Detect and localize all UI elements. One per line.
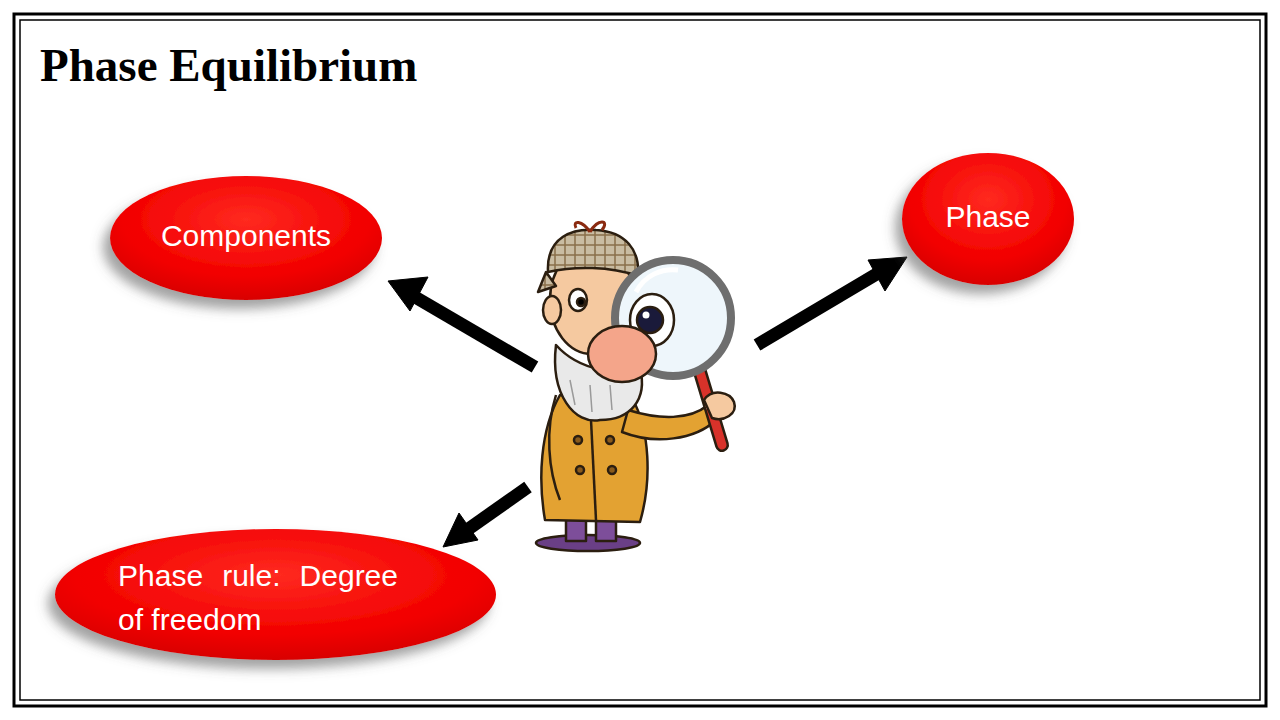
hat: [548, 230, 638, 276]
detective-illustration: [536, 222, 735, 551]
pupil: [577, 298, 585, 306]
nose: [588, 326, 656, 382]
oval-shape: [55, 529, 496, 660]
button: [576, 466, 584, 474]
eye: [569, 289, 587, 311]
arrow-head: [388, 277, 428, 311]
oval-label: Phase: [902, 195, 1074, 239]
lens-glint: [636, 270, 678, 292]
big-pupil: [637, 307, 663, 333]
inner-frame: [20, 20, 1260, 700]
button: [608, 466, 616, 474]
oval-label: Components: [110, 214, 382, 258]
arrow-head: [443, 513, 478, 547]
oval-fill: [110, 176, 382, 300]
hat-bow: [575, 222, 605, 232]
hat-flap: [538, 272, 556, 292]
red-oval: Components: [110, 176, 382, 300]
beard-lines: [570, 380, 612, 412]
coat-fold: [549, 395, 560, 500]
diagram-title: Phase Equilibrium: [40, 42, 417, 89]
red-oval: Phase: [902, 153, 1074, 285]
button: [574, 436, 582, 444]
button: [606, 436, 614, 444]
pupil-glint: [643, 312, 650, 319]
red-oval: Phase rule: Degree of freedom: [55, 529, 496, 660]
sleeve: [622, 405, 716, 439]
arrow-head: [868, 257, 907, 291]
hand: [704, 393, 735, 419]
shoes: [536, 535, 640, 551]
arrow-shaft: [467, 487, 528, 530]
outer-frame: [14, 14, 1266, 706]
oval-label: Phase rule: Degree of freedom: [118, 554, 398, 641]
oval-fill: [902, 153, 1074, 285]
oval-fill: [55, 529, 496, 660]
arrows: [388, 257, 907, 547]
arrow-shaft: [415, 297, 535, 367]
ear: [543, 296, 561, 324]
arrow-shaft: [757, 272, 880, 345]
